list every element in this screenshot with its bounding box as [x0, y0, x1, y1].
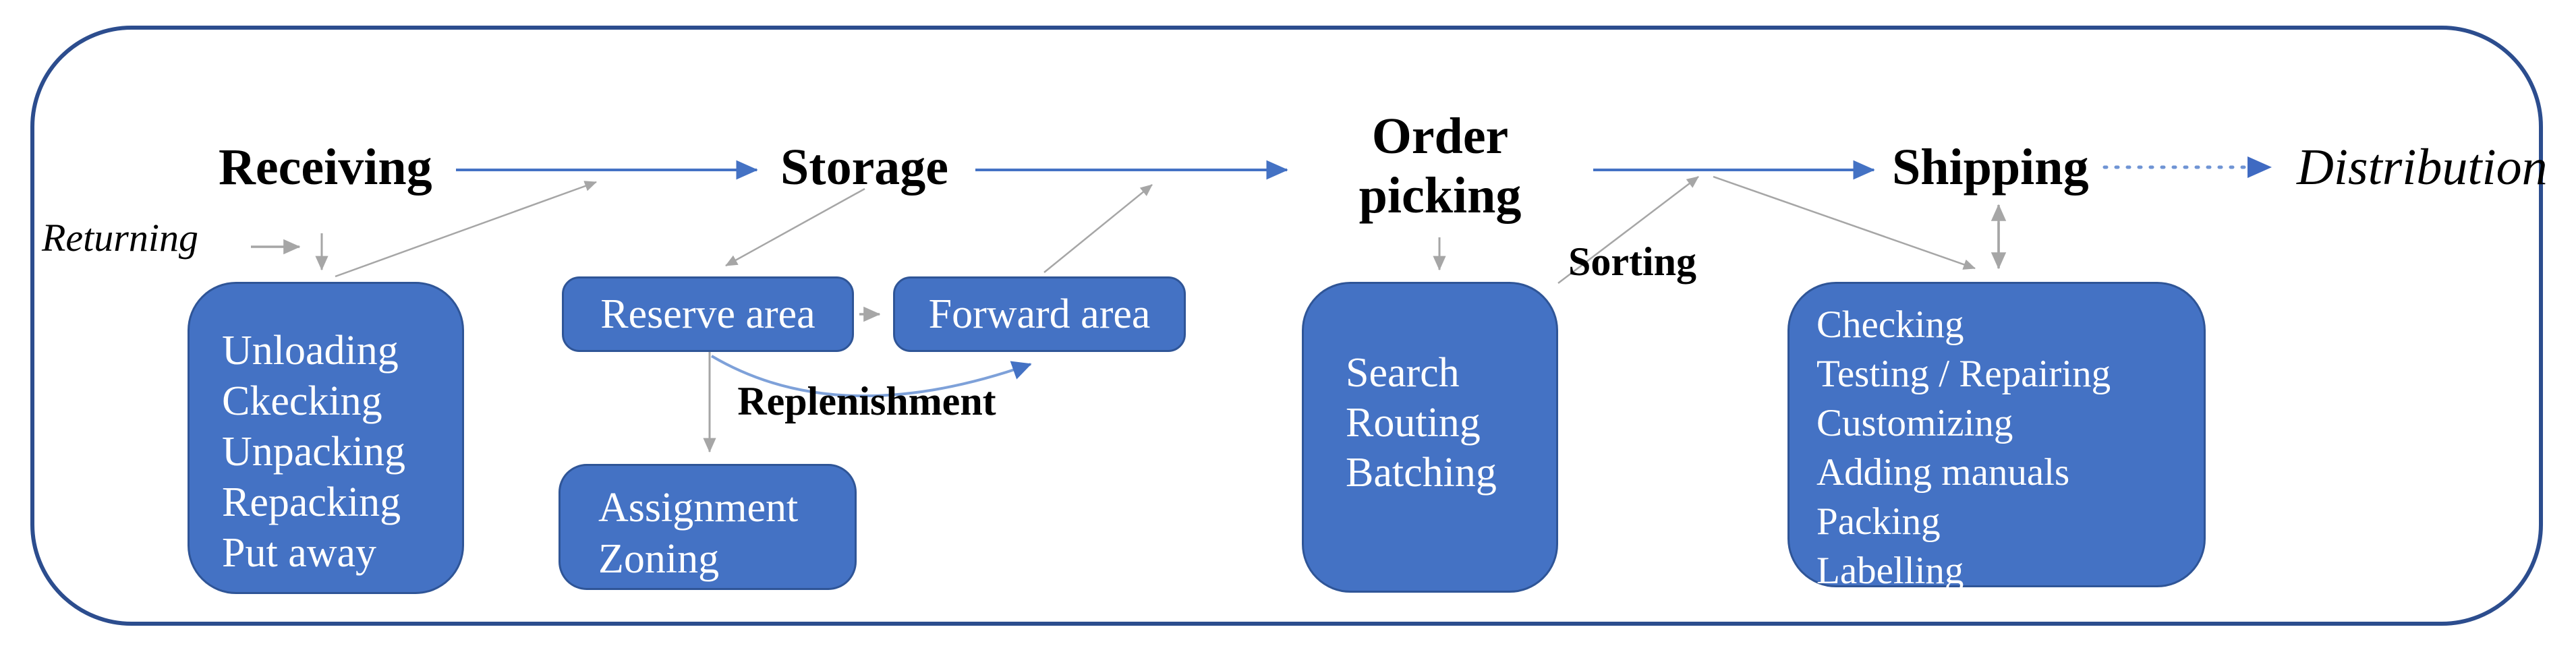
box-forward-area-label: Forward area — [928, 291, 1151, 337]
box-line: Checking — [1816, 303, 1964, 346]
box-line: Assignment — [598, 485, 799, 531]
box-line: Search — [1346, 350, 1460, 396]
box-line: Put away — [222, 530, 377, 576]
arrow-flowline-to-shippingbox — [1713, 175, 1976, 270]
box-line: Testing / Repairing — [1816, 353, 2111, 395]
box-line: Adding manuals — [1816, 451, 2070, 494]
label-returning: Returning — [42, 216, 198, 260]
stage-storage: Storage — [780, 139, 949, 196]
arrow-storage-to-reserve — [725, 187, 865, 267]
box-reserve-area-label: Reserve area — [600, 291, 815, 337]
stage-receiving: Receiving — [219, 139, 432, 196]
box-line: Ckecking — [222, 378, 382, 424]
diagram-outer-frame — [30, 26, 2543, 626]
arrow-searchbox-to-flowline — [1557, 176, 1699, 284]
stage-shipping: Shipping — [1892, 139, 2089, 196]
stage-order-picking: Order picking — [1358, 108, 1522, 224]
arrow-replenishment-arc — [710, 355, 1032, 398]
label-replenishment: Replenishment — [737, 379, 996, 423]
box-reserve-area: Reserve area — [562, 276, 854, 352]
box-line: Unpacking — [222, 429, 406, 475]
box-line: Labelling — [1816, 550, 1964, 592]
box-line: Unloading — [222, 328, 399, 374]
box-line: Routing — [1346, 400, 1481, 446]
label-sorting: Sorting — [1568, 239, 1697, 284]
box-line: Packing — [1816, 500, 1941, 543]
box-line: Batching — [1346, 450, 1497, 496]
box-line: Repacking — [222, 479, 401, 525]
arrow-forward-to-flowline — [1043, 184, 1153, 273]
box-line: Customizing — [1816, 402, 2013, 444]
box-forward-area: Forward area — [893, 276, 1186, 352]
stage-distribution: Distribution — [2297, 139, 2548, 196]
box-line: Zoning — [598, 536, 720, 582]
arrow-ops-to-flowline — [335, 181, 597, 278]
